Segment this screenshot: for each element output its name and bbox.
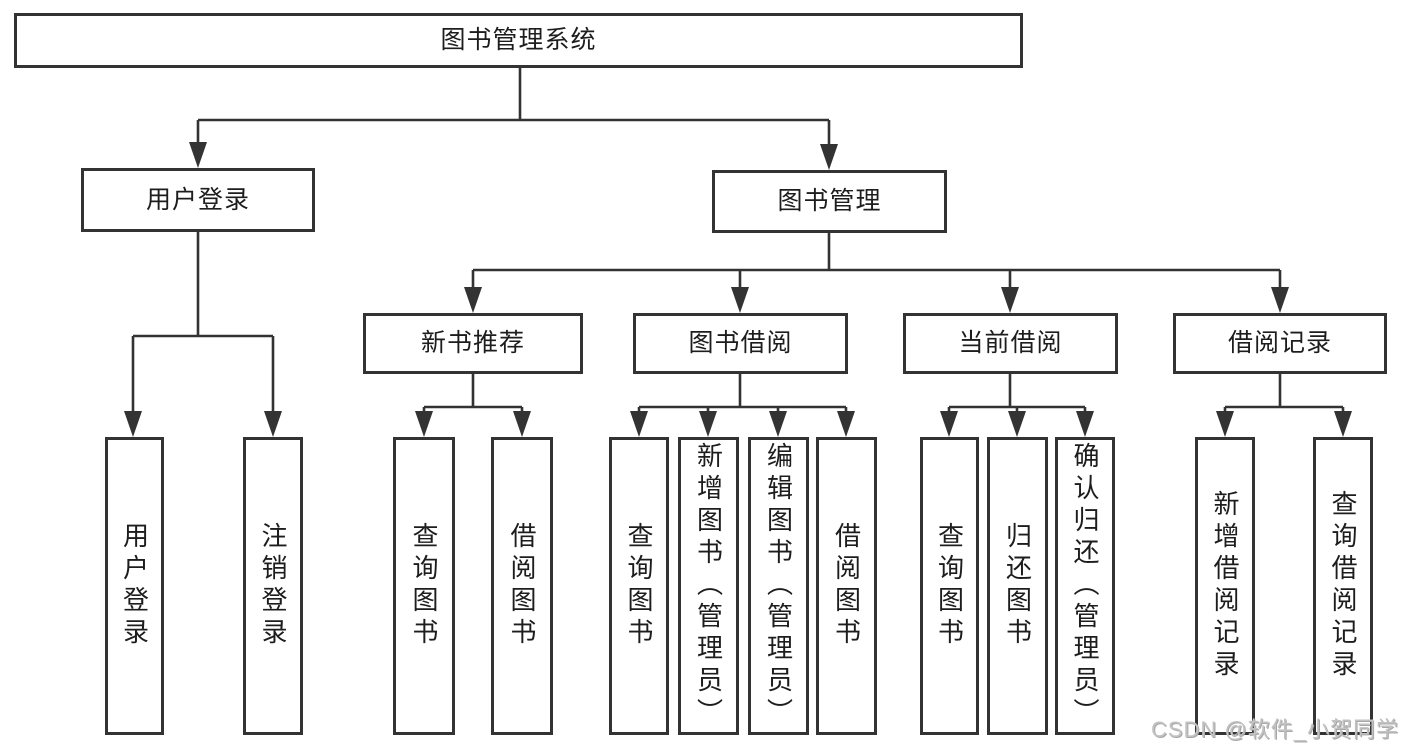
- leaf-add-books-admin: 新增图书（管理员）: [678, 437, 739, 735]
- leaf-add-borrow-record: 新增借阅记录: [1195, 437, 1255, 735]
- leaf-recommend-borrow-books: 借阅图书: [491, 437, 553, 735]
- node-new-book-recommend: 新书推荐: [363, 313, 583, 374]
- leaf-recommend-query-books: 查询图书: [393, 437, 455, 735]
- leaf-confirm-return-admin: 确认归还（管理员）: [1055, 437, 1115, 735]
- leaf-user-login: 用户登录: [105, 437, 164, 735]
- connector-current-borrow-branch: [940, 374, 1094, 437]
- connector-borrow-record-branch: [1216, 374, 1352, 437]
- node-borrow-records: 借阅记录: [1173, 313, 1387, 374]
- leaf-borrow-books: 借阅图书: [816, 437, 877, 735]
- connector-book-management-branch: [464, 233, 1289, 313]
- leaf-borrow-query-books: 查询图书: [609, 437, 669, 735]
- node-current-borrow: 当前借阅: [903, 313, 1118, 374]
- node-book-management: 图书管理: [712, 170, 947, 233]
- connector-new-book-branch: [415, 374, 531, 437]
- leaf-current-query-books: 查询图书: [920, 437, 979, 735]
- csdn-watermark: CSDN @软件_小贺同学: [1150, 717, 1399, 742]
- connector-root-to-level2: [189, 68, 838, 170]
- node-book-borrow: 图书借阅: [633, 313, 848, 374]
- leaf-edit-books-admin: 编辑图书（管理员）: [748, 437, 809, 735]
- leaf-logout: 注销登录: [243, 437, 303, 735]
- connector-user-login-branch: [124, 232, 282, 437]
- leaf-return-books: 归还图书: [987, 437, 1048, 735]
- connector-book-borrow-branch: [630, 374, 855, 437]
- leaf-query-borrow-record: 查询借阅记录: [1313, 437, 1373, 735]
- node-root-system: 图书管理系统: [14, 13, 1023, 68]
- node-user-login: 用户登录: [81, 168, 315, 232]
